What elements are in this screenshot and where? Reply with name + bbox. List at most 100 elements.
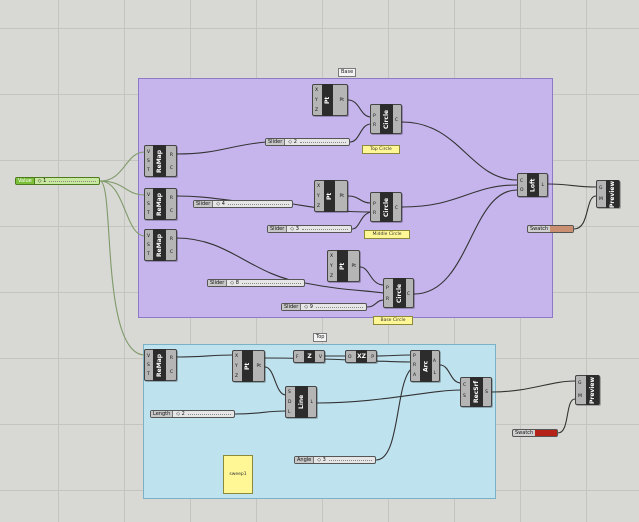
pt-low-input-z[interactable]: Z <box>330 274 334 279</box>
remap-2-input-v[interactable]: V <box>147 193 151 198</box>
length-slider-track[interactable] <box>187 413 231 415</box>
pt-component-mid[interactable]: X Y Z Pt Pt <box>314 180 348 212</box>
recsrf-output[interactable]: S <box>485 390 488 395</box>
arc-output-a[interactable]: A <box>432 359 436 364</box>
remap-component-4[interactable]: V S T ReMap R C <box>144 349 177 381</box>
circle-mid-output[interactable]: C <box>394 206 398 211</box>
pt-mid-input-z[interactable]: Z <box>317 204 321 209</box>
swatch-top-color[interactable] <box>535 430 557 436</box>
pt-mid-input-x[interactable]: X <box>317 184 321 189</box>
remap-3-output-r[interactable]: R <box>169 237 173 242</box>
xz-component[interactable]: O XZ P <box>345 350 377 363</box>
slider-8[interactable]: Slider ◇ 8 <box>207 279 305 287</box>
remap-2-input-s[interactable]: S <box>147 202 150 207</box>
pt-top2-input-y[interactable]: Y <box>235 364 238 369</box>
preview-top-input-m[interactable]: M <box>578 394 582 399</box>
remap-2-input-t[interactable]: T <box>147 211 150 216</box>
loft-input-o[interactable]: O <box>520 188 524 193</box>
swatch-base[interactable]: Swatch <box>527 225 574 233</box>
pt-top-input-y[interactable]: Y <box>315 98 318 103</box>
preview-top-input-g[interactable]: G <box>578 381 582 386</box>
circle-component-top[interactable]: P R Circle C <box>370 104 402 134</box>
remap-3-input-s[interactable]: S <box>147 243 150 248</box>
recsrf-component[interactable]: C S RecSrf S <box>460 377 492 407</box>
remap-2-output-r[interactable]: R <box>169 196 173 201</box>
slider-3-track[interactable] <box>301 228 348 230</box>
line-input-d[interactable]: D <box>288 400 292 405</box>
arc-output-l[interactable]: L <box>433 371 436 376</box>
remap-4-input-v[interactable]: V <box>147 354 151 359</box>
loft-component[interactable]: C O Loft L <box>517 173 548 197</box>
remap-2-output-c[interactable]: C <box>169 209 173 214</box>
pt-component-top[interactable]: X Y Z Pt Pt <box>312 84 348 116</box>
xz-output-p[interactable]: P <box>371 355 374 360</box>
pt-top-output[interactable]: Pt <box>339 98 344 103</box>
slider-2[interactable]: Slider ◇ 2 <box>265 138 350 146</box>
pt-top2-input-z[interactable]: Z <box>235 374 239 379</box>
pt-low-output[interactable]: Pt <box>351 264 356 269</box>
panel-top-circle[interactable]: Top Circle <box>362 145 400 154</box>
value-slider[interactable]: Value ◇ 1 <box>15 177 100 185</box>
preview-component-top[interactable]: G M Preview <box>575 375 600 405</box>
slider-8-track[interactable] <box>241 282 301 284</box>
circle-low-input-p[interactable]: P <box>386 286 389 291</box>
circle-top-output[interactable]: C <box>394 118 398 123</box>
recsrf-input-s[interactable]: S <box>463 394 466 399</box>
remap-4-input-s[interactable]: S <box>147 363 150 368</box>
z-input-f[interactable]: F <box>296 355 299 360</box>
panel-middle-circle[interactable]: Middle Circle <box>364 230 410 239</box>
preview-component-base[interactable]: G M Preview <box>596 180 620 208</box>
length-slider[interactable]: Length ◇ 2 <box>150 410 235 418</box>
circle-mid-input-p[interactable]: P <box>373 202 376 207</box>
angle-slider-track[interactable] <box>328 459 372 461</box>
remap-4-output-c[interactable]: C <box>169 370 173 375</box>
remap-component-2[interactable]: V S T ReMap R C <box>144 188 177 220</box>
panel-base-circle[interactable]: Base Circle <box>373 316 413 325</box>
z-output-v[interactable]: V <box>318 355 322 360</box>
remap-1-output-c[interactable]: C <box>169 166 173 171</box>
xz-input-o[interactable]: O <box>348 355 352 360</box>
circle-mid-input-r[interactable]: R <box>373 211 377 216</box>
circle-low-output[interactable]: C <box>406 292 410 297</box>
pt-mid-input-y[interactable]: Y <box>317 194 320 199</box>
pt-low-input-y[interactable]: Y <box>330 264 333 269</box>
slider-4[interactable]: Slider ◇ 4 <box>193 200 293 208</box>
remap-3-input-t[interactable]: T <box>147 252 150 257</box>
preview-base-input-m[interactable]: M <box>599 197 603 202</box>
angle-slider[interactable]: Angle ◇ 3 <box>294 456 376 464</box>
value-slider-track[interactable] <box>49 180 96 182</box>
remap-component-1[interactable]: V S T ReMap R C <box>144 145 177 177</box>
slider-9-track[interactable] <box>315 306 363 308</box>
circle-component-mid[interactable]: P R Circle C <box>370 192 402 222</box>
remap-1-input-s[interactable]: S <box>147 159 150 164</box>
remap-3-input-v[interactable]: V <box>147 234 151 239</box>
circle-top-input-r[interactable]: R <box>373 123 377 128</box>
pt-low-input-x[interactable]: X <box>330 254 334 259</box>
remap-1-input-t[interactable]: T <box>147 168 150 173</box>
slider-4-track[interactable] <box>227 203 289 205</box>
arc-component[interactable]: P R A Arc A L <box>410 350 440 382</box>
remap-component-3[interactable]: V S T ReMap R C <box>144 229 177 261</box>
remap-3-output-c[interactable]: C <box>169 250 173 255</box>
slider-9[interactable]: Slider ◇ 9 <box>281 303 367 311</box>
pt-mid-output[interactable]: Pt <box>339 194 344 199</box>
arc-input-p[interactable]: P <box>413 354 416 359</box>
pt-top2-output[interactable]: Pt <box>256 364 261 369</box>
pt-top-input-z[interactable]: Z <box>315 108 319 113</box>
line-component[interactable]: S D L Line L <box>285 386 317 418</box>
slider-3[interactable]: Slider ◇ 3 <box>267 225 352 233</box>
arc-input-a[interactable]: A <box>413 373 417 378</box>
panel-top-group[interactable]: sweep1 <box>223 455 253 494</box>
swatch-top[interactable]: Swatch <box>512 429 558 437</box>
circle-component-low[interactable]: P R Circle C <box>383 278 414 308</box>
pt-component-top-group[interactable]: X Y Z Pt Pt <box>232 350 265 382</box>
preview-base-input-g[interactable]: G <box>599 186 603 191</box>
circle-low-input-r[interactable]: R <box>386 297 390 302</box>
pt-top2-input-x[interactable]: X <box>235 354 239 359</box>
remap-1-output-r[interactable]: R <box>169 153 173 158</box>
pt-component-low[interactable]: X Y Z Pt Pt <box>327 250 360 282</box>
line-input-s[interactable]: S <box>288 390 291 395</box>
line-input-l[interactable]: L <box>288 410 291 415</box>
recsrf-input-c[interactable]: C <box>463 383 467 388</box>
z-component[interactable]: F Z V <box>293 350 325 363</box>
